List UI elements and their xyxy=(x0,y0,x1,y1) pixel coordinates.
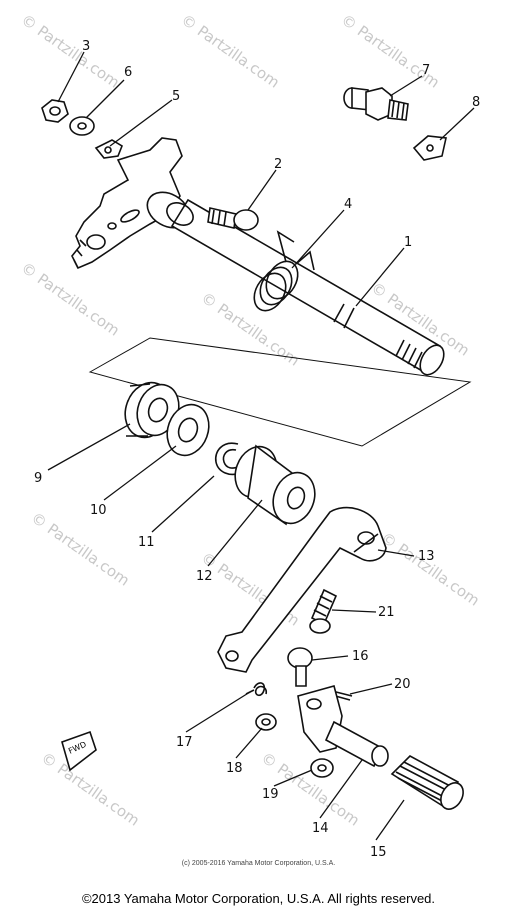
part-2-bolt xyxy=(207,207,259,231)
callout-3: 3 xyxy=(82,39,90,54)
callout-8: 8 xyxy=(472,95,480,110)
callout-2: 2 xyxy=(274,157,282,172)
part-12-collar xyxy=(234,444,316,526)
callout-16: 16 xyxy=(352,649,369,664)
part-17-spring xyxy=(245,682,268,697)
leader-lines xyxy=(47,51,475,841)
callout-7: 7 xyxy=(422,63,430,78)
watermark: © Partzilla.com xyxy=(38,749,143,830)
watermark: © Partzilla.com xyxy=(198,289,303,370)
callout-21: 21 xyxy=(378,605,395,620)
callout-4: 4 xyxy=(344,197,352,212)
callout-19: 19 xyxy=(262,787,279,802)
callout-18: 18 xyxy=(226,761,243,776)
part-8-lock-washer xyxy=(412,135,447,161)
callout-labels: 3 6 5 2 4 1 7 8 9 10 11 12 13 21 16 20 1… xyxy=(34,39,480,860)
part-6-washer xyxy=(69,116,95,136)
part-21-bolt xyxy=(309,588,338,634)
part-18-washer xyxy=(255,713,277,731)
callout-11: 11 xyxy=(138,535,155,550)
callout-15: 15 xyxy=(370,845,387,860)
watermark: © Partzilla.com xyxy=(178,11,283,92)
part-5-lock-plate xyxy=(94,139,123,159)
callout-5: 5 xyxy=(172,89,180,104)
part-9-bearing xyxy=(124,381,180,439)
part-13-shift-arm xyxy=(217,506,387,673)
callout-1: 1 xyxy=(404,235,412,250)
inner-credit-line: (c) 2005-2016 Yamaha Motor Corporation, … xyxy=(181,860,336,867)
part-15-pedal-rubber xyxy=(390,755,464,810)
shift-arm-plate xyxy=(71,137,183,270)
part-19-washer xyxy=(310,758,334,778)
copyright-footer: ©2013 Yamaha Motor Corporation, U.S.A. A… xyxy=(81,891,436,906)
watermark: © Partzilla.com xyxy=(18,259,123,340)
part-3-nut xyxy=(41,99,69,123)
fwd-direction-arrow: FWD xyxy=(61,730,97,772)
part-7-stopper-bolt xyxy=(343,87,409,121)
part-16-pin xyxy=(287,647,313,687)
watermark: © Partzilla.com xyxy=(28,509,133,590)
assembly-plane-outline xyxy=(88,337,472,447)
callout-20: 20 xyxy=(394,677,411,692)
watermark: © Partzilla.com xyxy=(378,529,483,610)
part-14-pedal-lever xyxy=(297,685,389,768)
callout-9: 9 xyxy=(34,471,42,486)
part-11-circlip xyxy=(214,442,243,476)
callout-14: 14 xyxy=(312,821,329,836)
callout-10: 10 xyxy=(90,503,107,518)
callout-12: 12 xyxy=(196,569,213,584)
part-1-shift-shaft xyxy=(146,191,445,376)
watermark: © Partzilla.com xyxy=(338,11,443,92)
callout-6: 6 xyxy=(124,65,132,80)
part-10-washer xyxy=(166,403,210,457)
callout-17: 17 xyxy=(176,735,193,750)
part-4-spring xyxy=(253,230,315,312)
callout-13: 13 xyxy=(418,549,435,564)
